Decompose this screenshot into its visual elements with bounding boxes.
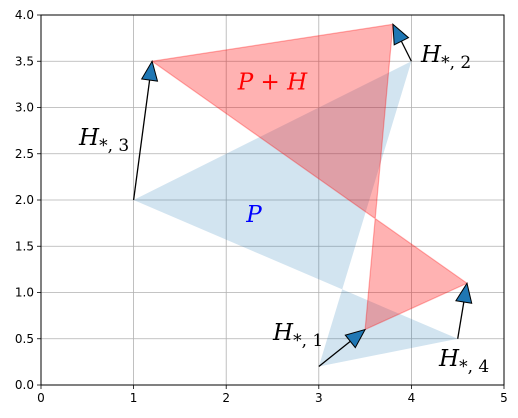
y-tick-label: 2.5: [15, 147, 34, 161]
plot-frame: [40, 14, 505, 386]
arrow-h-star-3: [132, 60, 159, 201]
y-tick-label: 4.0: [15, 8, 34, 22]
arrow-h-star-4: [455, 282, 473, 339]
arrow-head: [392, 23, 410, 46]
y-tick-label: 1.5: [15, 239, 34, 253]
polygon-p: [133, 61, 458, 367]
arrow-head: [140, 60, 159, 82]
y-tick-label: 3.5: [15, 54, 34, 68]
y-tick-label: 0.5: [15, 332, 34, 346]
label-p: P: [245, 202, 262, 228]
x-tick-label: 5: [500, 391, 508, 405]
arrow-h-star-1: [318, 328, 367, 368]
arrow-head: [344, 328, 367, 349]
x-tick-label: 1: [130, 391, 138, 405]
arrow-shaft: [400, 40, 412, 62]
label-p-plus-h: P + H: [237, 70, 308, 96]
arrow-head: [455, 282, 473, 304]
arrow-shaft: [457, 301, 465, 339]
y-tick-label: 3.0: [15, 101, 34, 115]
y-tick-label: 1.0: [15, 286, 34, 300]
y-tick-label: 0.0: [15, 378, 34, 392]
ticks: 0 1 2 3 4 5 0.0 0.5 1.0 1.5 2.0 2.5 3.0 3.5 4.0: [15, 8, 508, 405]
x-tick-label: 2: [222, 391, 230, 405]
arrow-h-star-2: [392, 23, 412, 62]
y-tick-label: 2.0: [15, 193, 34, 207]
arrow-shaft: [318, 340, 351, 368]
x-tick-label: 3: [315, 391, 323, 405]
x-tick-label: 4: [408, 391, 416, 405]
x-tick-label: 0: [37, 391, 45, 405]
arrows: [132, 23, 473, 368]
arrow-shaft: [132, 79, 151, 201]
